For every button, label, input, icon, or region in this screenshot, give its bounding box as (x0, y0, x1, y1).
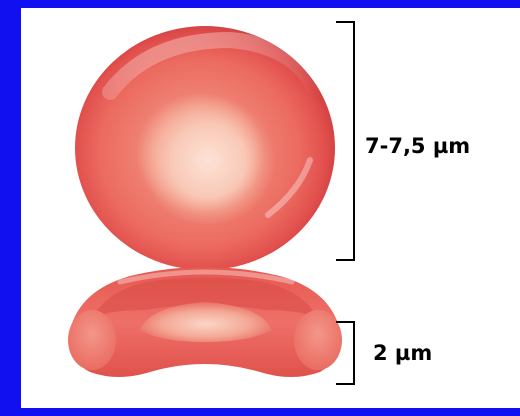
thickness-label: 2 µm (373, 341, 432, 365)
cell-top-view (75, 26, 335, 270)
diameter-bracket (336, 22, 354, 260)
cell-side-view (68, 267, 342, 377)
diameter-label: 7-7,5 µm (365, 134, 470, 158)
